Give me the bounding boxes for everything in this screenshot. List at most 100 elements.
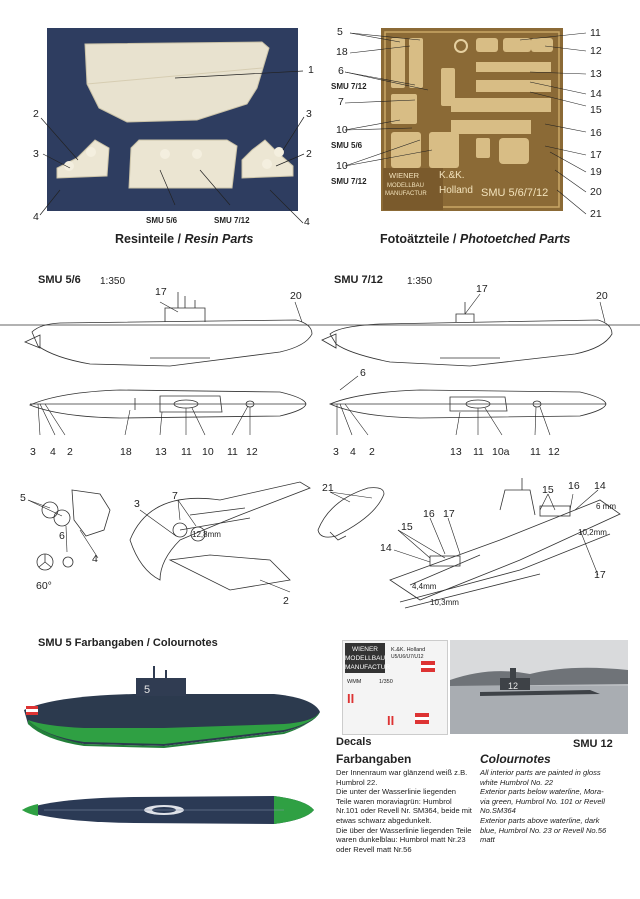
decal-flag [421, 661, 435, 665]
top-view-label: 4 [350, 446, 356, 458]
decal-number: II [347, 691, 355, 706]
top-view-label: 11 [227, 446, 238, 458]
detail-label: 5 [20, 492, 26, 504]
top-view-label: 13 [155, 446, 167, 458]
smu12-label: SMU 12 [573, 738, 613, 750]
detail-label: 10,3mm [430, 598, 459, 607]
decals-label: Decals [336, 736, 372, 748]
resin-label: 4 [304, 216, 310, 228]
top-view-label: 10 [202, 446, 214, 458]
svg-text:K.&K.: K.&K. [439, 170, 465, 181]
decal-flag-white [415, 717, 429, 720]
side-label: 17 [476, 283, 488, 295]
hull-views-drawing [0, 292, 640, 436]
detail-label: 4,4mm [412, 582, 437, 591]
photoetch-label: 10 [336, 124, 348, 136]
detail-label: 14 [594, 480, 606, 492]
decal-number: II [387, 713, 395, 728]
farbangaben-text: Der Innenraum war glänzend weiß z.B. Hum… [336, 768, 472, 854]
top-view-label: 13 [450, 446, 462, 458]
decal-flag-white [421, 665, 435, 668]
right-view-title: SMU 7/12 [334, 274, 383, 286]
left-view-title: SMU 5/6 [38, 274, 81, 286]
decal-smu-text: U5/U6/U7/U12 [391, 654, 424, 660]
svg-text:MODELLBAU: MODELLBAU [387, 183, 424, 189]
resin-label: 3 [33, 148, 39, 160]
colournotes-text: All interior parts are painted in gloss … [480, 768, 607, 845]
top-view-label: 11 [473, 446, 484, 458]
detail-label: 7 [172, 490, 178, 502]
resin-smu712-label: SMU 7/12 [214, 216, 250, 225]
top-view-label: 12 [246, 446, 258, 458]
top-view-label: 3 [333, 446, 339, 458]
resin-label: 3 [306, 108, 312, 120]
colour-section-title: SMU 5 Farbangaben / Colournotes [38, 637, 218, 649]
photoetch-leader-lines [344, 32, 587, 215]
photoetch-fret-illustration: WIENER MODELLBAU MANUFACTUR K.&K. Hollan… [381, 28, 563, 211]
top-view-label: 12 [548, 446, 560, 458]
photoetch-label: 18 [336, 46, 348, 58]
detail-label: 10,2mm [578, 528, 607, 537]
top-view-label: 4 [50, 446, 56, 458]
decal-flag [415, 720, 429, 724]
photoetch-label: 14 [590, 88, 602, 100]
detail-label: 6 mm [596, 502, 616, 511]
resin-label: 2 [33, 108, 39, 120]
resin-parts-photo [47, 28, 298, 211]
photoetch-label: 10 [336, 160, 348, 172]
photoetch-label: SMU 7/12 [331, 82, 367, 91]
resin-caption: Resinteile / Resin Parts [115, 232, 254, 246]
farbangaben-title: Farbangaben [336, 752, 412, 766]
photoetch-label: 15 [590, 104, 602, 116]
photoetch-label: 7 [338, 96, 344, 108]
detail-label: 4 [92, 553, 98, 565]
side-label: 20 [290, 290, 302, 302]
svg-text:12: 12 [508, 681, 518, 691]
colournotes-title: Colournotes [480, 752, 551, 766]
resin-label: 4 [33, 211, 39, 223]
detail-drawings [27, 478, 621, 609]
photoetch-label: 20 [590, 186, 602, 198]
photoetch-label: 21 [590, 208, 602, 220]
photoetch-label: 11 [590, 27, 601, 39]
resin-parts-illustration [56, 41, 294, 189]
detail-label: 16 [423, 508, 435, 520]
svg-text:WIENER: WIENER [389, 171, 420, 180]
side-label: 20 [596, 290, 608, 302]
detail-label: 12,8mm [192, 530, 221, 539]
top-view-label: 3 [30, 446, 36, 458]
resin-smu56-label: SMU 5/6 [146, 216, 178, 225]
svg-text:MANUFACTUR: MANUFACTUR [385, 191, 427, 197]
svg-text:Holland: Holland [439, 185, 473, 196]
decal-wmm-text: WMM [347, 679, 362, 685]
colour-profile-models: 5 [22, 666, 320, 824]
decal-sheet: WIENER MODELLBAU MANUFACTUR K.&K. Hollan… [342, 640, 448, 735]
detail-label: 14 [380, 542, 392, 554]
decal-logo: WIENER MODELLBAU MANUFACTUR [345, 643, 390, 673]
top-view-label: 2 [369, 446, 375, 458]
photoetch-label: 13 [590, 68, 602, 80]
resin-leader-lines [39, 70, 305, 224]
photoetch-label: 6 [338, 65, 344, 77]
resin-label: 2 [306, 148, 312, 160]
photoetch-caption: Fotoätzteile / Photoetched Parts [380, 232, 571, 246]
decal-flag [415, 713, 429, 717]
photoetch-label: 12 [590, 45, 602, 57]
detail-label: 6 [59, 530, 65, 542]
detail-label: 17 [443, 508, 455, 520]
detail-label: 17 [594, 569, 606, 581]
photoetch-label: 19 [590, 166, 602, 178]
top-view-label: 2 [67, 446, 73, 458]
photoetch-label: 16 [590, 127, 602, 139]
resin-label: 1 [308, 64, 314, 76]
decal-scale-text: 1/350 [379, 679, 393, 685]
photoetch-label: SMU 7/12 [331, 177, 367, 186]
photoetch-label: 17 [590, 149, 602, 161]
top-view-label: 11 [530, 446, 541, 458]
top-view-label: 11 [181, 446, 192, 458]
side-label: 17 [155, 286, 167, 298]
svg-text:SMU 5/6/7/12: SMU 5/6/7/12 [481, 187, 548, 199]
side-label: 6 [360, 367, 366, 379]
detail-label: 15 [401, 521, 413, 533]
detail-label: 15 [542, 484, 554, 496]
